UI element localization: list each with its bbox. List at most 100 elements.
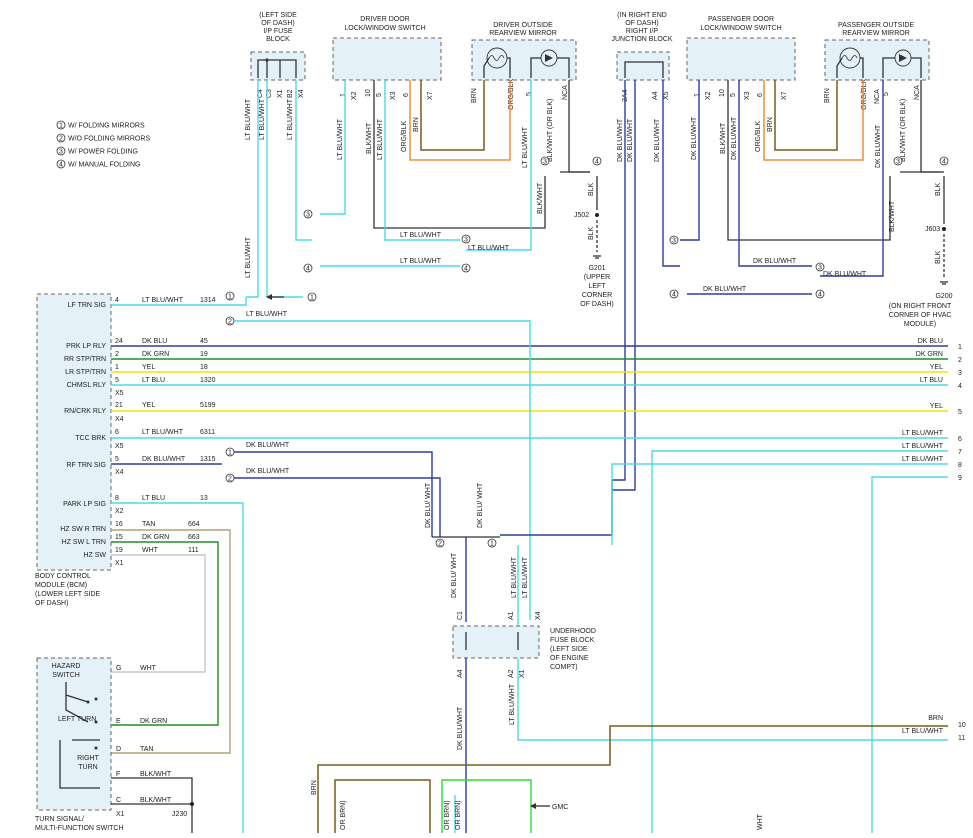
bcm-conn-x5-b: X5 (115, 443, 124, 450)
variant-markers: 3 4 3 4 3 4 3 4 3 4 3 4 1 2 1 2 2 1 (225, 156, 949, 548)
bcm-pin-label-prk-lp-rly: PRK LP RLY (66, 343, 106, 350)
bcm-wire-hz-l: DK GRN (142, 534, 169, 541)
passenger-switch-pin-x2: X2 (705, 91, 712, 100)
bcm-pin-label-rr-stp: RR STP/TRN (64, 356, 106, 363)
right-wire-4: LT BLU (920, 377, 943, 384)
junction-pin-a4: A4 (652, 91, 659, 100)
hazard-title-1: HAZARD (52, 663, 81, 670)
right-num-2: 2 (958, 357, 962, 364)
g200-loc-1: (ON RIGHT FRONT (889, 303, 952, 310)
label-bottom-or-brn: OR BRN) (340, 800, 347, 830)
fuse-pin-b2: B2 (287, 89, 294, 98)
variant-4-ps (669, 289, 679, 299)
right-num-4: 4 (958, 383, 962, 390)
j230-splice (190, 802, 194, 806)
passenger-switch-box (686, 37, 796, 81)
turn-wire-c: BLK/WHT (140, 797, 172, 804)
bcm-conn-x1: X1 (115, 560, 124, 567)
passenger-switch-title-1: PASSENGER DOOR (708, 16, 774, 23)
label-ds-5: LT BLU/WHT (377, 118, 384, 160)
turn-wire-g: WHT (140, 665, 157, 672)
bcm-pin-label-lr-stp: LR STP/TRN (65, 369, 106, 376)
ip-fuse-block: (LEFT SIDE OF DASH) I/P FUSE BLOCK C4 C3… (250, 12, 306, 98)
underhood-pin-x1: X1 (519, 669, 526, 678)
bcm-circuit-45: 45 (200, 338, 208, 345)
label-ps-brn: BRN (767, 117, 774, 132)
label-lf-down-2: LT BLU/WHT (522, 556, 529, 598)
passenger-mirror-pin-nca: NCA (914, 85, 921, 100)
bcm-pin-label-lf-trn-sig: LF TRN SIG (68, 302, 106, 309)
bcm-wire-rn: YEL (142, 402, 155, 409)
right-num-6: 6 (958, 436, 962, 443)
bcm-conn-x4-b: X4 (115, 469, 124, 476)
bcm-pin-rows: LF TRN SIG 4 LT BLU/WHT 1314 PRK LP RLY … (60, 297, 948, 833)
variant-4-ps-num: 4 (672, 292, 676, 299)
bcm-pin-label-hz-l: HZ SW L TRN (62, 539, 106, 546)
bcm-pin-num-16: 16 (115, 521, 123, 528)
wire-ds-10 (373, 80, 546, 229)
bcm-pin-label-tcc-brk: TCC BRK (75, 435, 106, 442)
wire-ds-brn (420, 80, 485, 151)
bcm-circuit-5199: 5199 (200, 402, 216, 409)
variant-1-rf-num: 1 (228, 450, 232, 457)
wire-pm-nca (920, 80, 940, 173)
fuse-pin-x1: X1 (277, 89, 284, 98)
passenger-mirror-int-2 (860, 57, 864, 78)
fuse-block-box (250, 51, 306, 81)
label-h-dm5: LT BLU/WHT (468, 245, 510, 252)
passenger-mirror-pin-5: 5 (883, 92, 890, 96)
contact-dot-4 (94, 746, 98, 750)
driver-mirror-diode-icon (545, 54, 553, 62)
legend-marker-1 (56, 120, 66, 130)
label-jb-a4: DK BLU/WHT (654, 118, 661, 162)
j502-splice (595, 213, 599, 217)
g200-label: G200 (935, 293, 952, 300)
variant-3-dmn-num: 3 (543, 159, 547, 166)
variant-2-mid (435, 538, 445, 548)
label-ds-brn: BRN (413, 117, 420, 132)
right-num-7: 7 (958, 449, 962, 456)
driver-mirror: DRIVER OUTSIDE REARVIEW MIRROR (471, 22, 577, 81)
underhood-box (452, 625, 540, 659)
junction-bus (624, 61, 664, 78)
turn-pin-e: E (116, 718, 121, 725)
label-ds-10: BLK/WHT (366, 122, 373, 154)
variant-3-ps (669, 235, 679, 245)
driver-mirror-int-1 (483, 57, 490, 78)
passenger-mirror-box (824, 39, 930, 81)
bcm-wire-rf: DK BLU/WHT (142, 456, 186, 463)
wire-ps-1 (680, 80, 700, 241)
right-connector-labels: DK BLU 1 DK GRN 2 YEL 3 LT BLU 4 YEL 5 L… (902, 338, 966, 742)
junction-block-box (616, 51, 670, 81)
variant-1-lf (225, 291, 235, 301)
j603-splice (942, 227, 946, 231)
g201-label: G201 (588, 265, 605, 272)
variant-3-pmn-num: 3 (896, 159, 900, 166)
label-ds-6: ORG/BLK (401, 121, 408, 152)
junction-title-1: (IN RIGHT END (617, 12, 667, 19)
label-h-pm5: DK BLU/WHT (823, 271, 867, 278)
variant-3-pm-num: 3 (818, 265, 822, 272)
variant-2-lf-num: 2 (228, 319, 232, 326)
variant-3-ps-num: 3 (672, 238, 676, 245)
bcm-title-4: OF DASH) (35, 600, 68, 607)
bcm-box (36, 293, 112, 571)
arrow-head-icon (266, 294, 272, 300)
legend-num-4: 4 (59, 162, 63, 169)
variant-3-pm (815, 262, 825, 272)
wire-dm-5 (466, 80, 532, 251)
label-rf-variant2: DK BLU/WHT (246, 468, 290, 475)
label-pm-nca: BLK/WHT (OR BLK) (900, 99, 907, 162)
turn-pin-f: F (116, 771, 120, 778)
wire-hz-sw-r-trn (111, 529, 231, 754)
label-j603-blk-2: BLK (935, 250, 942, 264)
left-turn-label: LEFT TURN (58, 716, 96, 723)
wire-jb-a4 (662, 80, 680, 267)
contact-dot-3 (94, 720, 98, 724)
underhood-title-5: COMPT) (550, 664, 578, 671)
wire-ps-5 (738, 80, 812, 267)
fuse-block-title-4: BLOCK (266, 36, 290, 43)
variant-4-dmn (592, 156, 602, 166)
turn-wire-e: DK GRN (140, 718, 167, 725)
bcm-wire-hz-r: TAN (142, 521, 155, 528)
